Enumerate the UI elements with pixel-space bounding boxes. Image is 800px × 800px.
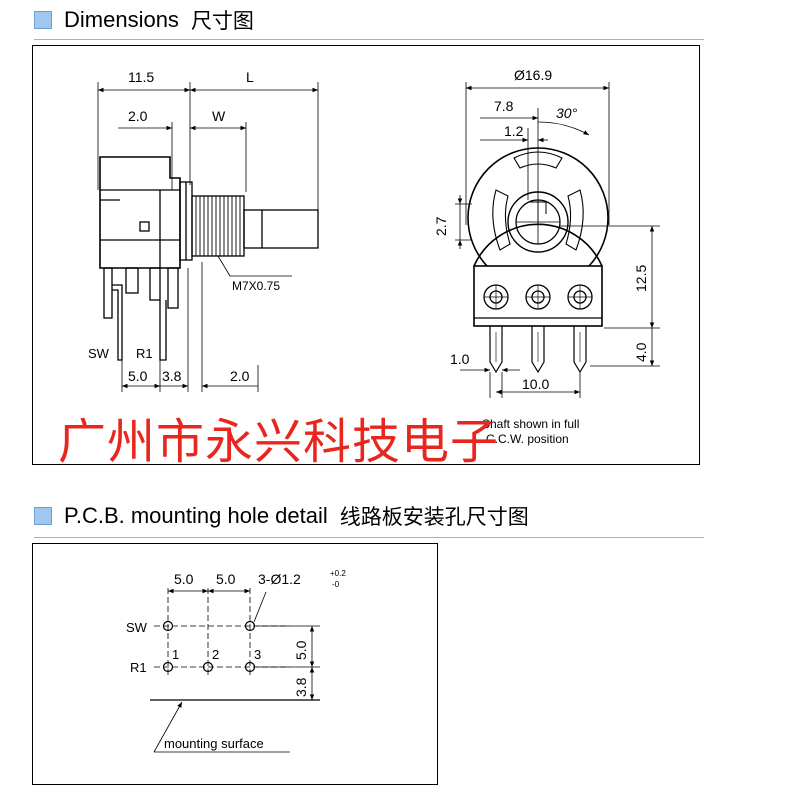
dim-4-0: 4.0 — [633, 342, 649, 362]
front-view — [455, 82, 660, 398]
dim-7-8: 7.8 — [494, 98, 514, 114]
dim-face: 2.0 — [230, 368, 250, 384]
pcb-row-r1: R1 — [130, 660, 147, 675]
watermark-text: 广州市永兴科技电子 — [58, 414, 500, 470]
angle-30: 30° — [556, 105, 578, 121]
dimensions-panel — [32, 45, 700, 465]
note-line-2: C.C.W. position — [486, 432, 569, 446]
thread-label: M7X0.75 — [232, 279, 280, 293]
header-rule — [34, 39, 704, 40]
dim-12-5: 12.5 — [633, 265, 649, 292]
dim-2-7: 2.7 — [433, 216, 449, 236]
dimensions-title-cn: 尺寸图 — [190, 9, 254, 33]
pcb-dim-v1: 5.0 — [293, 640, 309, 660]
pcb-dim-v2: 3.8 — [293, 677, 309, 697]
section-square-icon — [34, 507, 52, 525]
dim-offset: 2.0 — [128, 108, 148, 124]
pcb-panel — [32, 543, 438, 785]
pcb-tol-plus: +0.2 — [330, 569, 346, 578]
section-square-icon — [34, 11, 52, 29]
dim-pin-pitch: 5.0 — [128, 368, 148, 384]
pin-r1-label: R1 — [136, 346, 153, 361]
dim-1-0: 1.0 — [450, 351, 470, 367]
pcb-row-sw: SW — [126, 620, 148, 635]
side-view-labels: 11.5 L 2.0 W M7X0.75 SW R1 5.0 3.8 2.0 — [88, 69, 280, 384]
pcb-hole-spec: 3-Ø1.2 — [258, 571, 301, 587]
dimensions-title: Dimensions — [64, 7, 179, 32]
dim-1-2: 1.2 — [504, 123, 524, 139]
side-view — [97, 82, 319, 392]
pcb-view — [150, 588, 320, 753]
front-view-labels: Ø16.9 7.8 1.2 30° 2.7 12.5 4.0 1.0 10.0 … — [433, 67, 649, 446]
dim-pin-to-face: 3.8 — [162, 368, 182, 384]
pcb-dim-b: 5.0 — [216, 571, 236, 587]
pcb-header: P.C.B. mounting hole detail 线路板安装孔尺寸图 — [34, 498, 529, 534]
pcb-title: P.C.B. mounting hole detail — [64, 503, 328, 528]
pcb-title-cn: 线路板安装孔尺寸图 — [339, 505, 529, 529]
dim-width: W — [212, 108, 226, 124]
dim-body-length: 11.5 — [128, 69, 154, 85]
pcb-pin-1: 1 — [172, 647, 179, 662]
terminal-holes — [483, 284, 593, 310]
dim-diameter: Ø16.9 — [514, 67, 552, 83]
pcb-dim-a: 5.0 — [174, 571, 194, 587]
note-line-1: Shaft shown in full — [482, 417, 579, 431]
mounting-surface-label: mounting surface — [164, 736, 264, 751]
pin-sw-label: SW — [88, 346, 110, 361]
pcb-tol-minus: -0 — [332, 580, 340, 589]
pcb-view-labels: 5.0 5.0 3-Ø1.2 +0.2 -0 SW R1 1 2 3 5.0 3… — [126, 569, 346, 751]
header-rule — [34, 537, 704, 538]
dimensions-header: Dimensions 尺寸图 — [34, 2, 254, 38]
dim-10-0: 10.0 — [522, 376, 549, 392]
pcb-pin-2: 2 — [212, 647, 219, 662]
dim-shaft-length: L — [246, 69, 254, 85]
pcb-pin-3: 3 — [254, 647, 261, 662]
